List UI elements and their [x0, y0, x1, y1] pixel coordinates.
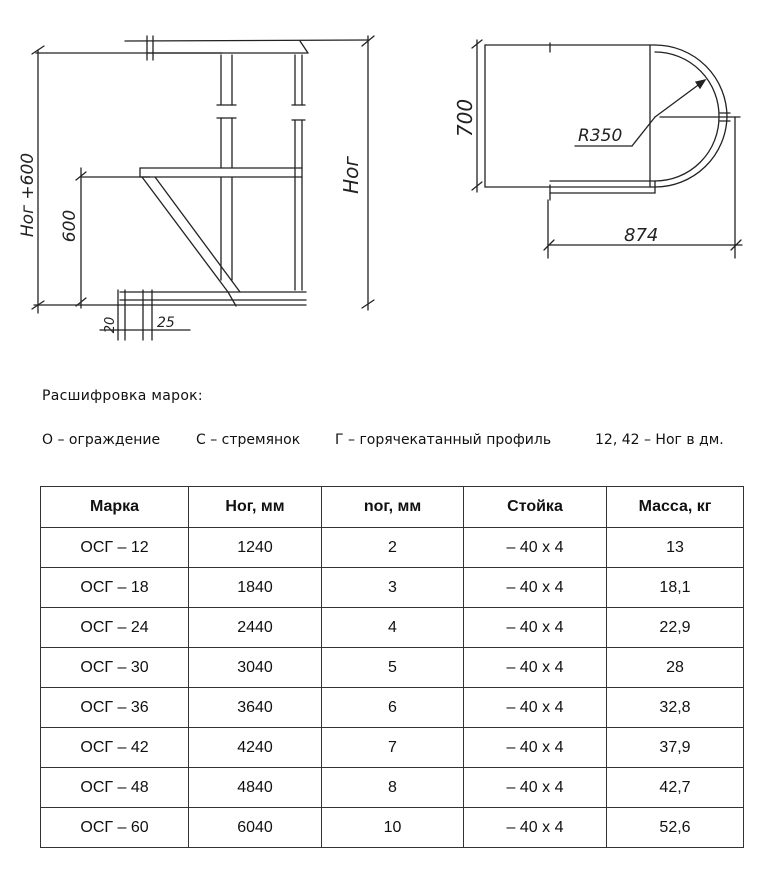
cell-nog: 3640	[188, 687, 322, 728]
plan-length-label: 874	[624, 225, 658, 246]
cell-massa: 32,8	[606, 687, 744, 728]
cell-n-og: 2	[321, 527, 464, 568]
cell-massa: 13	[606, 527, 744, 568]
cell-n-og: 3	[321, 567, 464, 608]
header-n-og: nог, мм	[321, 486, 464, 528]
cell-marka: ОСГ – 24	[40, 607, 189, 648]
cell-marka: ОСГ – 60	[40, 807, 189, 848]
cell-nog: 2440	[188, 607, 322, 648]
plan-radius-label: R350	[578, 126, 622, 146]
cell-stoyka: – 40 х 4	[463, 727, 607, 768]
side-height-label: Ног	[339, 156, 363, 194]
cell-nog: 4840	[188, 767, 322, 808]
table-row: ОСГ – 36 3640 6 – 40 х 4 32,8	[40, 687, 744, 728]
cell-stoyka: – 40 х 4	[463, 647, 607, 688]
cell-marka: ОСГ – 36	[40, 687, 189, 728]
side-offset-20-label: 20	[103, 317, 118, 334]
cell-n-og: 6	[321, 687, 464, 728]
cell-n-og: 4	[321, 607, 464, 648]
cell-n-og: 5	[321, 647, 464, 688]
table-row: ОСГ – 30 3040 5 – 40 х 4 28	[40, 647, 744, 688]
specification-table: Марка Ног, мм nог, мм Стойка Масса, кг О…	[40, 486, 744, 848]
cell-massa: 28	[606, 647, 744, 688]
cell-stoyka: – 40 х 4	[463, 567, 607, 608]
table-row: ОСГ – 12 1240 2 – 40 х 4 13	[40, 527, 744, 568]
table-row: ОСГ – 60 6040 10 – 40 х 4 52,6	[40, 807, 744, 848]
cell-marka: ОСГ – 42	[40, 727, 189, 768]
cell-nog: 1240	[188, 527, 322, 568]
cell-stoyka: – 40 х 4	[463, 527, 607, 568]
cell-n-og: 7	[321, 727, 464, 768]
legend-item-g: Г – горячекатанный профиль	[335, 432, 552, 448]
cell-stoyka: – 40 х 4	[463, 607, 607, 648]
technical-drawings: Ног Ног +600 600 20 25 700 R350 874	[18, 35, 743, 341]
plan-view-drawing	[471, 39, 743, 259]
side-offset-25-label: 25	[157, 315, 175, 331]
cell-massa: 37,9	[606, 727, 744, 768]
cell-massa: 22,9	[606, 607, 744, 648]
cell-n-og: 10	[321, 807, 464, 848]
plan-depth-label: 700	[453, 99, 477, 137]
header-nog: Ног, мм	[188, 486, 322, 528]
cell-massa: 18,1	[606, 567, 744, 608]
cell-massa: 42,7	[606, 767, 744, 808]
legend-item-nog: 12, 42 – Ног в дм.	[595, 432, 724, 448]
cell-marka: ОСГ – 12	[40, 527, 189, 568]
legend-item-o: О – ограждение	[42, 432, 161, 448]
cell-marka: ОСГ – 30	[40, 647, 189, 688]
legend-title: Расшифровка марок:	[42, 388, 203, 404]
cell-nog: 6040	[188, 807, 322, 848]
table-header-row: Марка Ног, мм nог, мм Стойка Масса, кг	[40, 486, 744, 528]
cell-stoyka: – 40 х 4	[463, 807, 607, 848]
legend-item-s: С – стремянок	[196, 432, 301, 448]
cell-stoyka: – 40 х 4	[463, 687, 607, 728]
cell-stoyka: – 40 х 4	[463, 767, 607, 808]
cell-marka: ОСГ – 18	[40, 567, 189, 608]
cell-massa: 52,6	[606, 807, 744, 848]
side-total-height-label: Ног +600	[18, 153, 38, 237]
cell-n-og: 8	[321, 767, 464, 808]
side-step-height-label: 600	[60, 210, 80, 242]
cell-nog: 1840	[188, 567, 322, 608]
header-massa: Масса, кг	[606, 486, 744, 528]
side-view-drawing	[31, 35, 375, 341]
table-row: ОСГ – 48 4840 8 – 40 х 4 42,7	[40, 767, 744, 808]
cell-marka: ОСГ – 48	[40, 767, 189, 808]
table-row: ОСГ – 18 1840 3 – 40 х 4 18,1	[40, 567, 744, 608]
header-stoyka: Стойка	[463, 486, 607, 528]
cell-nog: 4240	[188, 727, 322, 768]
header-marka: Марка	[40, 486, 189, 528]
cell-nog: 3040	[188, 647, 322, 688]
table-row: ОСГ – 24 2440 4 – 40 х 4 22,9	[40, 607, 744, 648]
table-row: ОСГ – 42 4240 7 – 40 х 4 37,9	[40, 727, 744, 768]
